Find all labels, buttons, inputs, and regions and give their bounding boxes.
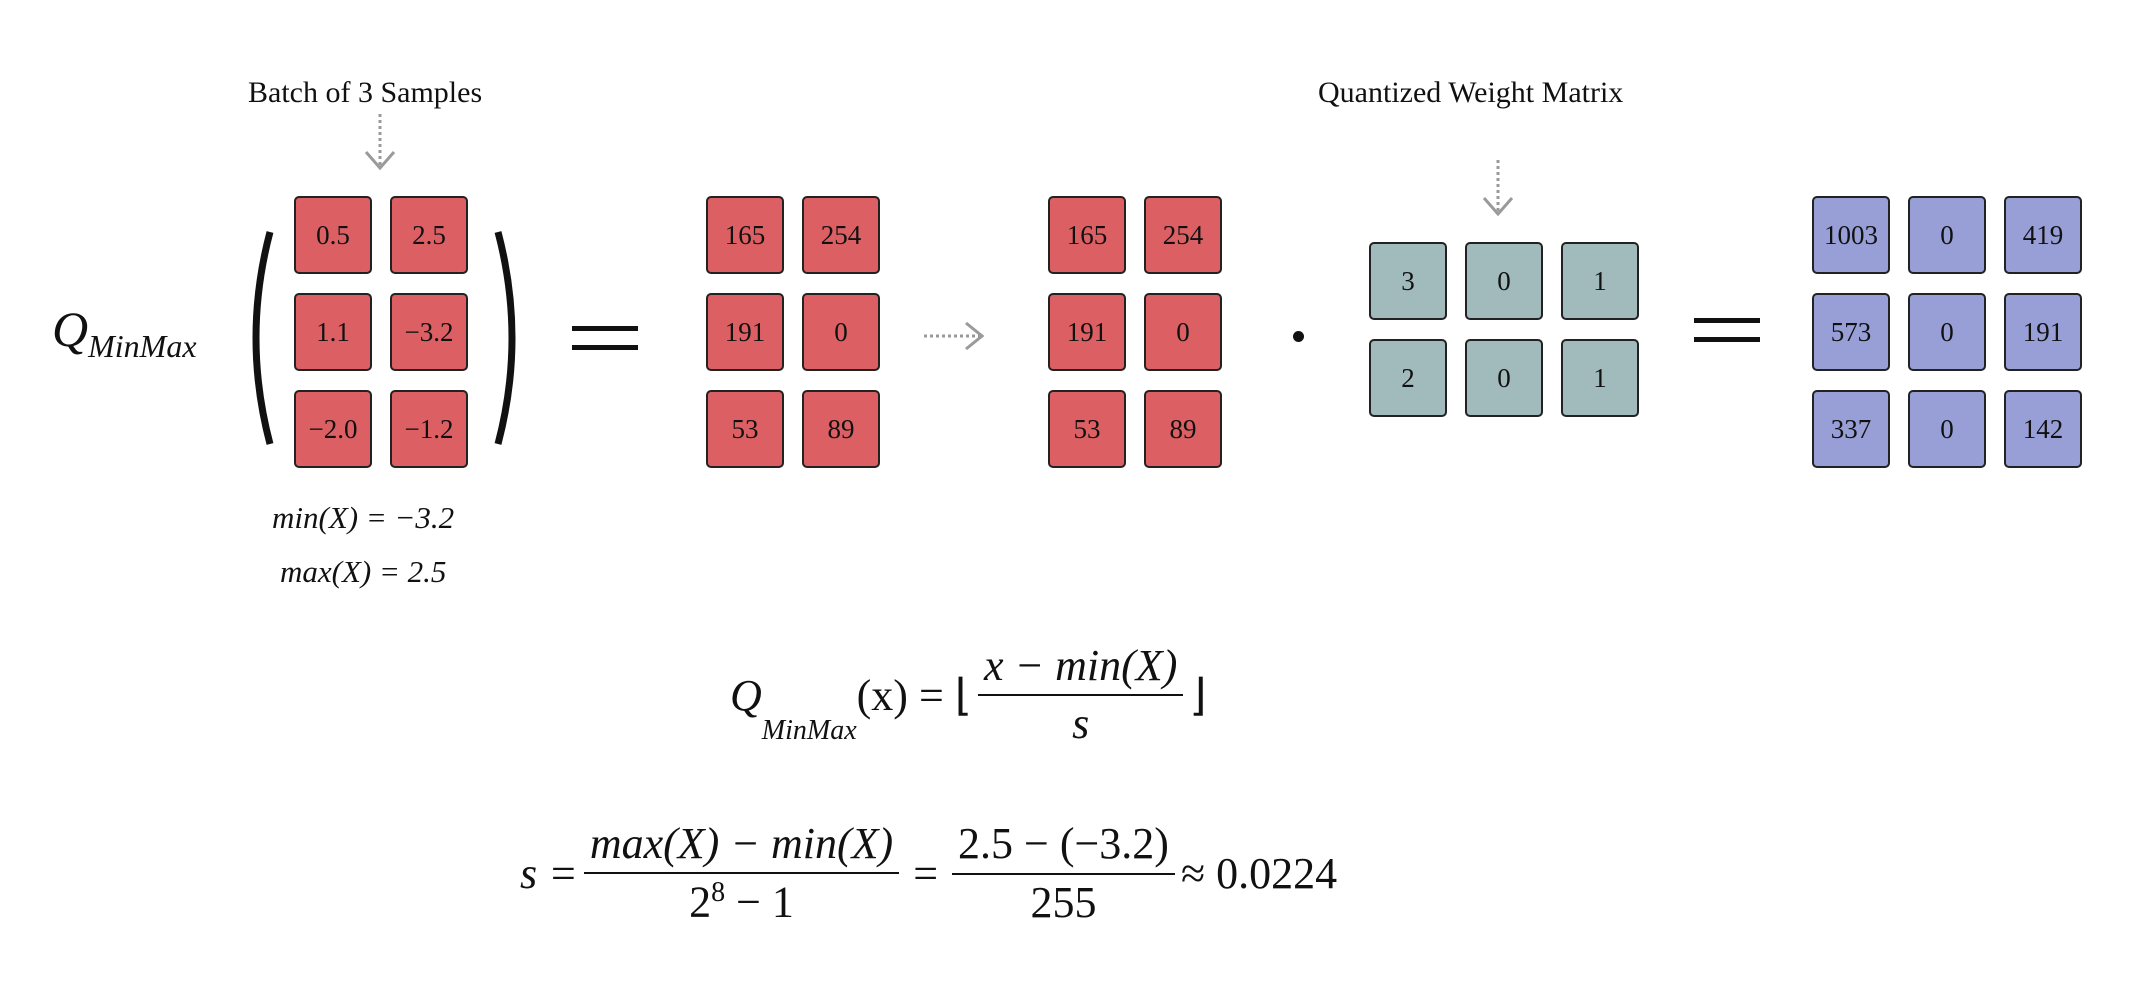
batch-arrow-icon bbox=[364, 114, 396, 171]
formula-s-numerator: max(X) − min(X) bbox=[583, 819, 900, 875]
matrix-cell: 191 bbox=[1048, 293, 1126, 371]
matrix-cell: 2.5 bbox=[390, 196, 468, 274]
matrix-cell: 165 bbox=[706, 196, 784, 274]
matrix-cell: −3.2 bbox=[390, 293, 468, 371]
right-paren bbox=[494, 231, 516, 445]
formula-s-denominator-values: 255 bbox=[1030, 877, 1097, 927]
matrix-cell: 2 bbox=[1369, 339, 1447, 417]
formula-q-rhs: ⌋ bbox=[1189, 670, 1207, 720]
formula-s-approx: ≈ 0.0224 bbox=[1180, 849, 1338, 899]
scale-formula: s = max(X) − min(X) 28 − 1 = 2.5 − (−3.2… bbox=[520, 819, 1338, 928]
min-stat: min(X) = −3.2 bbox=[272, 500, 455, 535]
matrix-cell: 0 bbox=[1908, 390, 1986, 468]
matrix-cell: −2.0 bbox=[294, 390, 372, 468]
matrix-cell: 3 bbox=[1369, 242, 1447, 320]
equals-sign bbox=[1694, 337, 1760, 342]
right-arrow-icon bbox=[924, 321, 985, 351]
matrix-cell: 1 bbox=[1561, 242, 1639, 320]
formula-q-symbol: Q bbox=[730, 670, 762, 720]
left-paren bbox=[252, 231, 274, 445]
formula-q-lhs: (x) = ⌊ bbox=[856, 670, 972, 720]
weight-matrix-label: Quantized Weight Matrix bbox=[1318, 76, 1624, 109]
equals-sign bbox=[572, 345, 638, 350]
matrix-cell: 165 bbox=[1048, 196, 1126, 274]
formula-s-equals: = bbox=[913, 849, 939, 899]
matrix-cell: 419 bbox=[2004, 196, 2082, 274]
matrix-cell: 254 bbox=[1144, 196, 1222, 274]
formula-s-denominator: 28 − 1 bbox=[689, 877, 794, 928]
matrix-cell: 0 bbox=[1908, 293, 1986, 371]
matrix-cell: 191 bbox=[706, 293, 784, 371]
batch-label: Batch of 3 Samples bbox=[248, 76, 483, 109]
q-operator: QMinMax bbox=[52, 301, 197, 364]
matrix-cell: 53 bbox=[706, 390, 784, 468]
matrix-cell: 53 bbox=[1048, 390, 1126, 468]
formula-s-lhs: s = bbox=[520, 849, 578, 899]
formula-s-numerator-values: 2.5 − (−3.2) bbox=[952, 819, 1175, 875]
matrix-cell: 254 bbox=[802, 196, 880, 274]
weight-arrow-icon bbox=[1482, 160, 1514, 217]
formula-q-sub: MinMax bbox=[761, 714, 857, 746]
matrix-cell: 0 bbox=[1908, 196, 1986, 274]
matrix-cell: 0.5 bbox=[294, 196, 372, 274]
matrix-cell: 337 bbox=[1812, 390, 1890, 468]
matrix-cell: 1.1 bbox=[294, 293, 372, 371]
matrix-cell: 89 bbox=[802, 390, 880, 468]
matrix-cell: 191 bbox=[2004, 293, 2082, 371]
matrix-cell: 573 bbox=[1812, 293, 1890, 371]
matrix-cell: 0 bbox=[1465, 242, 1543, 320]
matrix-cell: 89 bbox=[1144, 390, 1222, 468]
matrix-cell: 1 bbox=[1561, 339, 1639, 417]
max-stat: max(X) = 2.5 bbox=[280, 554, 447, 589]
formula-q-numerator: x − min(X) bbox=[977, 641, 1184, 697]
formula-q-denominator: s bbox=[1072, 699, 1090, 749]
matrix-cell: 1003 bbox=[1812, 196, 1890, 274]
matrix-cell: −1.2 bbox=[390, 390, 468, 468]
matrix-cell: 142 bbox=[2004, 390, 2082, 468]
equals-sign bbox=[572, 326, 638, 331]
matrix-cell: 0 bbox=[802, 293, 880, 371]
multiply-dot bbox=[1293, 331, 1304, 342]
matrix-cell: 0 bbox=[1465, 339, 1543, 417]
matrix-cell: 0 bbox=[1144, 293, 1222, 371]
equals-sign bbox=[1694, 318, 1760, 323]
